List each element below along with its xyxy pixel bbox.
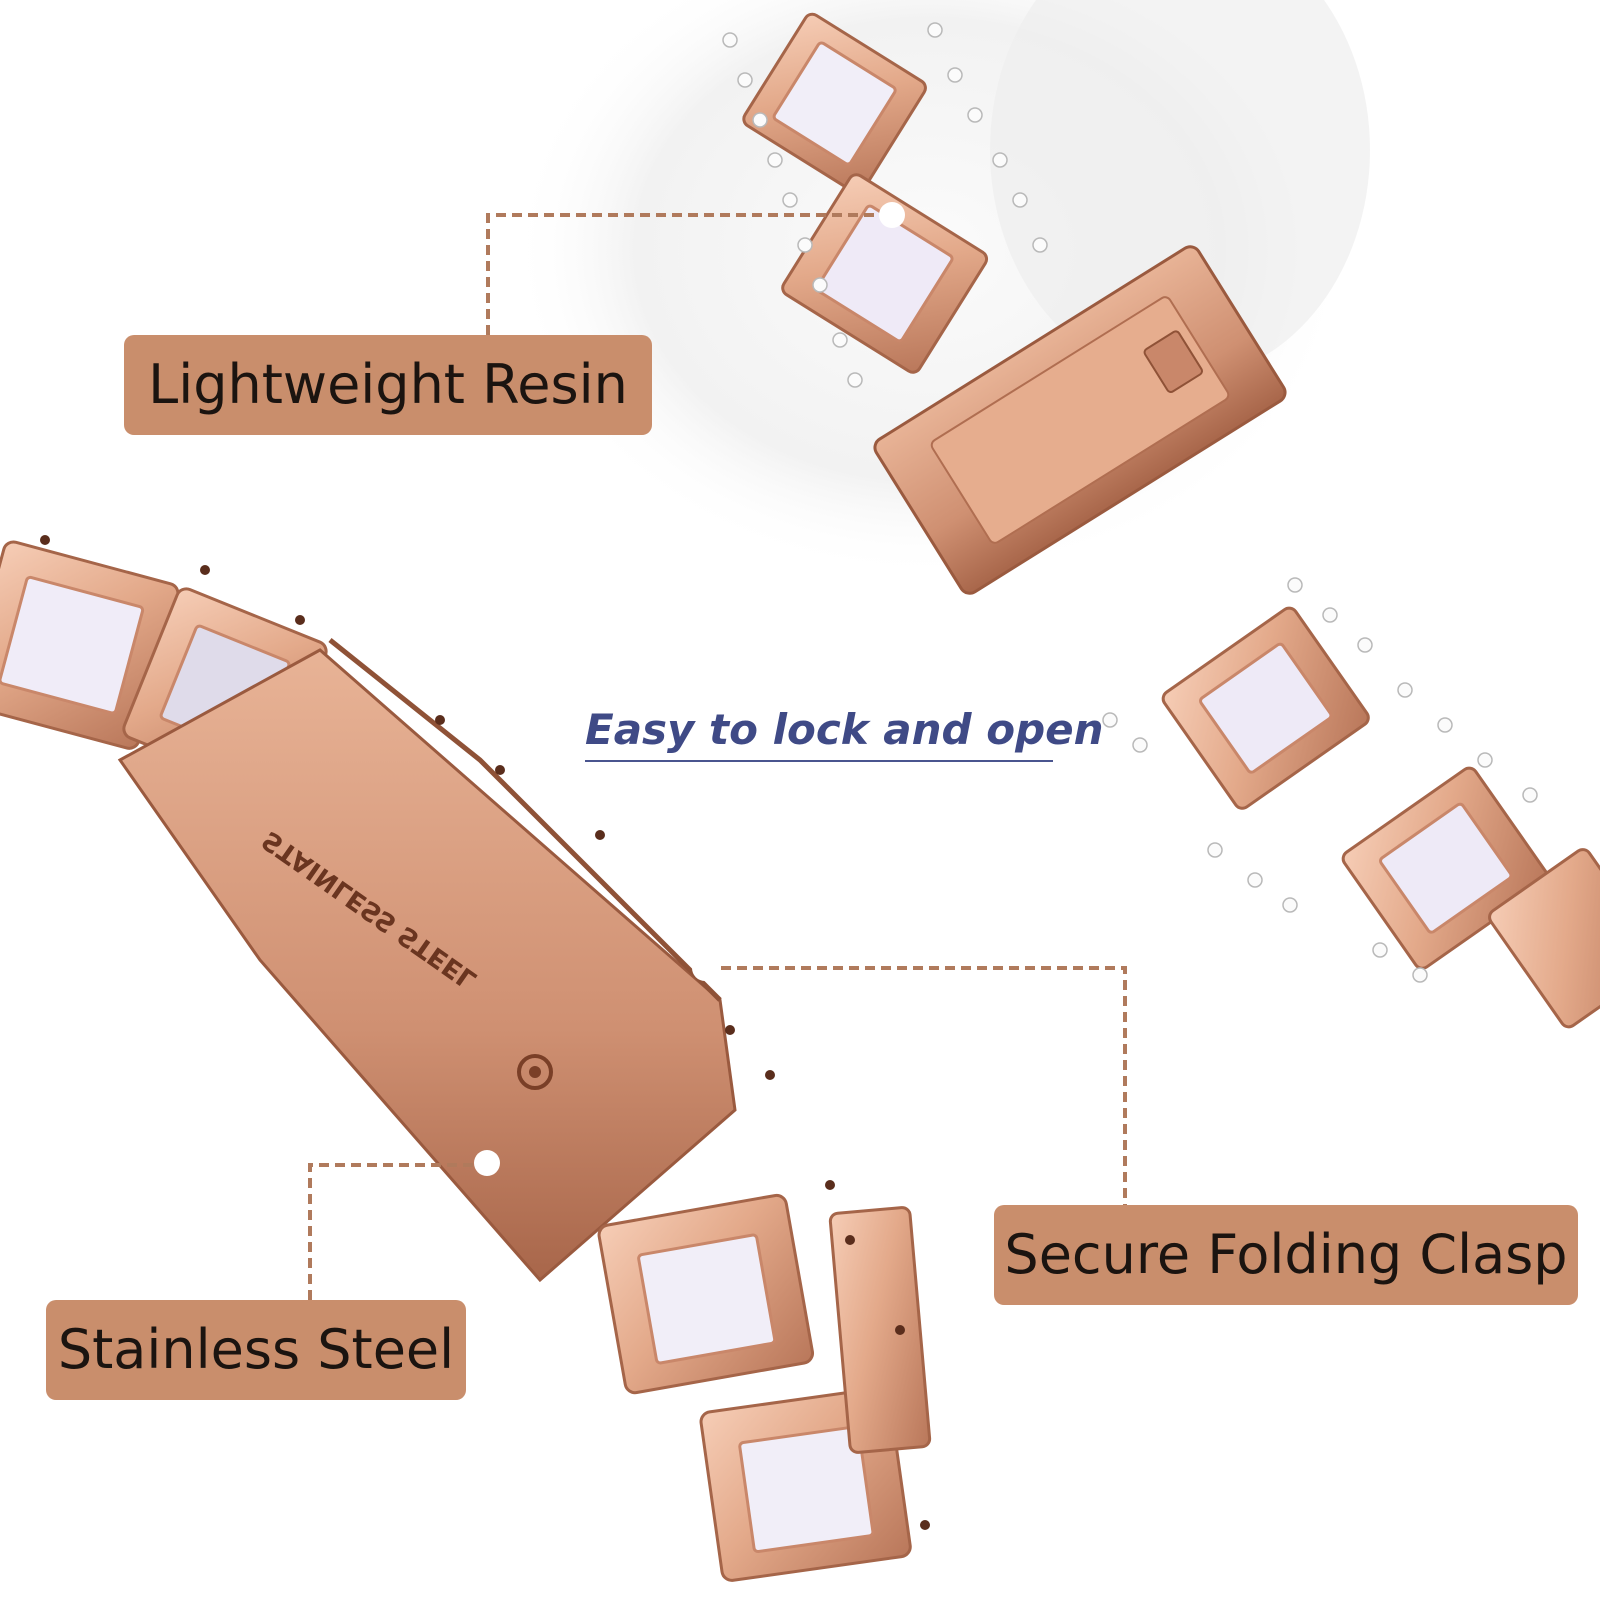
lower-band: STAINLESS STEEL	[0, 535, 932, 1582]
label-stainless-steel: Stainless Steel	[46, 1300, 466, 1400]
caption-underline	[585, 760, 1053, 762]
callout-leaders	[308, 213, 1127, 1300]
label-lightweight-resin: Lightweight Resin	[124, 335, 652, 435]
resin-callout-dot	[879, 202, 905, 228]
caption-easy-lock: Easy to lock and open	[585, 705, 1104, 754]
upper-band	[722, 12, 1600, 1029]
clasp-leader-line	[705, 966, 1127, 1205]
resin-leader-line	[486, 213, 890, 335]
steel-callout-dot	[474, 1150, 500, 1176]
label-secure-folding-clasp: Secure Folding Clasp	[994, 1205, 1578, 1305]
steel-leader-line	[308, 1163, 485, 1300]
clasp-callout-dot	[692, 955, 718, 981]
